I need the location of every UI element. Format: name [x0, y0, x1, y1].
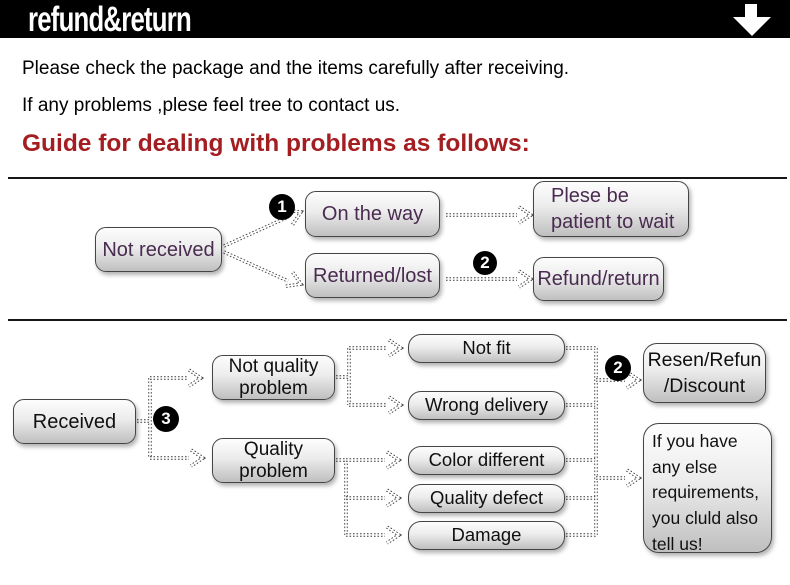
- node-not-fit: Not fit: [408, 334, 565, 363]
- badge-2-resolution: 2: [605, 355, 631, 381]
- divider-line-2: [8, 319, 787, 321]
- badge-1: 1: [269, 194, 295, 220]
- node-resend-refund-discount: Resen/Refun /Discount: [643, 343, 766, 403]
- intro-line-1: Please check the package and the items c…: [22, 58, 570, 79]
- node-received: Received: [13, 399, 136, 444]
- intro-line-2: If any problems ,plese feel tree to cont…: [22, 95, 401, 116]
- node-other-requirements: If you have any else requirements, you c…: [643, 423, 772, 554]
- node-wrong-delivery: Wrong delivery: [408, 391, 565, 420]
- node-returned-lost: Returned/lost: [305, 253, 440, 298]
- node-quality-problem: Quality problem: [212, 438, 335, 483]
- node-be-patient: Plese be patient to wait: [533, 181, 689, 237]
- node-damage: Damage: [408, 521, 565, 550]
- badge-3: 3: [153, 406, 179, 432]
- node-refund-return: Refund/return: [533, 257, 664, 301]
- node-not-quality-problem: Not quality problem: [212, 355, 335, 400]
- badge-2: 2: [473, 251, 497, 275]
- divider-line-1: [8, 177, 787, 179]
- node-not-received: Not received: [95, 227, 222, 272]
- node-color-different: Color different: [408, 446, 565, 475]
- header-bar: [0, 0, 790, 38]
- node-quality-defect: Quality defect: [408, 484, 565, 513]
- guide-heading: Guide for dealing with problems as follo…: [22, 130, 530, 157]
- page-title: refund&return: [28, 0, 192, 39]
- down-arrow-icon: [733, 4, 771, 36]
- node-on-the-way: On the way: [305, 191, 440, 237]
